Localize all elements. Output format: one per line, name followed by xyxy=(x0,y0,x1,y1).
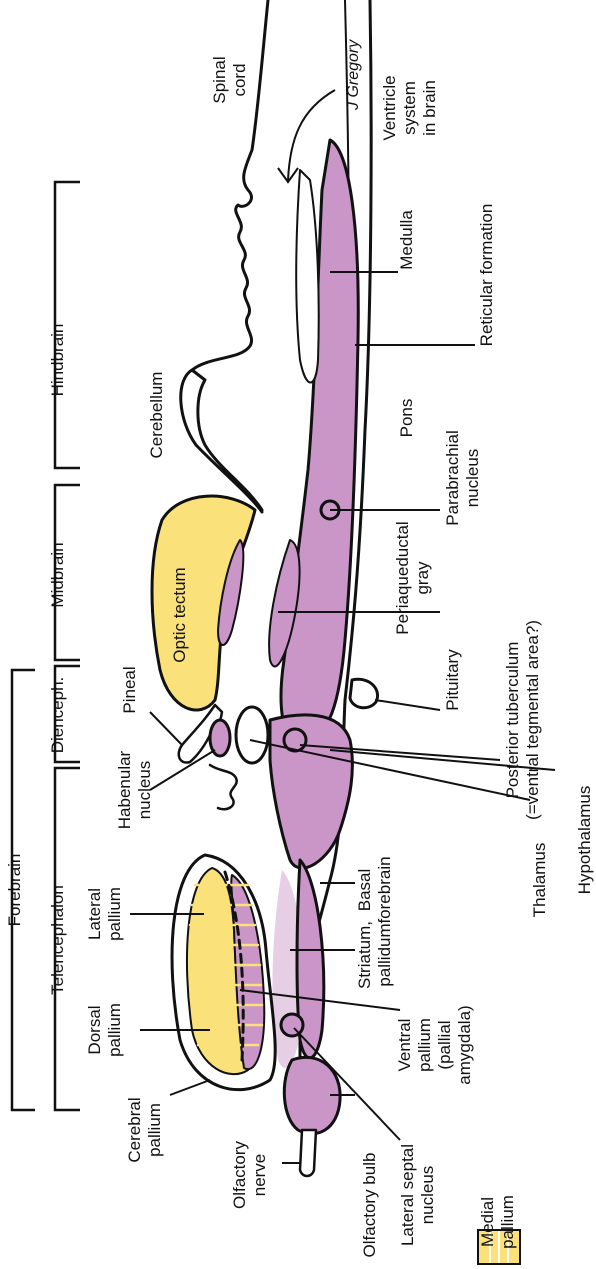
label-ventricle-3: in brain xyxy=(420,80,439,136)
label-lateral-septal-2: nucleus xyxy=(418,1166,437,1225)
label-ventricle-1: Ventricle xyxy=(380,75,399,140)
legend-label-2: pallium xyxy=(498,1195,517,1249)
signature: J Gregory xyxy=(345,39,362,111)
diencephalon-body xyxy=(270,715,352,868)
thalamus-oval xyxy=(236,707,268,763)
label-posterior-tuberculum-2: (=ventral tegmental area?) xyxy=(523,620,542,820)
label-habenular-2: nucleus xyxy=(135,761,154,820)
label-cerebellum: Cerebellum xyxy=(147,372,166,459)
label-lateral-pallium-2: pallium xyxy=(105,887,124,941)
division-hindbrain: Hindbrain xyxy=(48,324,67,397)
division-midbrain: Midbrain xyxy=(48,542,67,607)
hindbrain-tegmentum xyxy=(281,140,358,745)
label-medulla: Medulla xyxy=(397,210,416,270)
label-periaqueductal-1: Periaqueductal xyxy=(393,521,412,634)
legend: Medial pallium xyxy=(478,1195,520,1264)
label-parabrachial-1: Parabrachial xyxy=(443,430,462,525)
fourth-ventricle xyxy=(296,170,319,383)
label-parabrachial-2: nucleus xyxy=(463,449,482,508)
label-cerebral-pallium-1: Cerebral xyxy=(125,1097,144,1162)
label-ventral-pallium-3: (pallial xyxy=(435,1020,454,1069)
division-forebrain: Forebrain xyxy=(5,854,24,927)
label-spinal-cord-2: cord xyxy=(230,63,249,96)
label-posterior-tuberculum-1: Posterior tuberculum xyxy=(503,642,522,799)
label-basal-forebrain-1: Basal xyxy=(355,869,374,912)
label-striatum-1: Striatum, xyxy=(355,921,374,989)
label-spinal-cord-1: Spinal xyxy=(210,56,229,103)
optic-tectum-shape xyxy=(152,496,255,710)
label-ventral-pallium-4: amygdala) xyxy=(455,1005,474,1084)
label-olfactory-nerve-1: Olfactory xyxy=(230,1140,249,1209)
label-habenular-1: Habenular xyxy=(115,750,134,829)
label-ventral-pallium-1: Ventral xyxy=(395,1019,414,1072)
division-diencephalon: Dienceph. xyxy=(48,677,67,754)
label-ventricle-2: system xyxy=(400,81,419,135)
label-basal-forebrain-2: forebrain xyxy=(375,856,394,923)
label-cerebral-pallium-2: pallium xyxy=(145,1103,164,1157)
label-pituitary: Pituitary xyxy=(443,649,462,711)
label-thalamus: Thalamus xyxy=(530,843,549,918)
label-pons: Pons xyxy=(397,399,416,438)
label-optic-tectum: Optic tectum xyxy=(170,567,189,662)
division-brackets xyxy=(12,182,80,1110)
label-hypothalamus: Hypothalamus xyxy=(575,786,594,895)
label-lateral-pallium-1: Lateral xyxy=(85,888,104,940)
label-reticular-formation: Reticular formation xyxy=(477,204,496,347)
label-periaqueductal-2: gray xyxy=(413,561,432,595)
label-pineal: Pineal xyxy=(120,666,139,713)
division-telencephalon: Telencephalon xyxy=(48,885,67,995)
label-dorsal-pallium-2: pallium xyxy=(105,1003,124,1057)
label-ventral-pallium-2: pallium xyxy=(415,1018,434,1072)
label-olfactory-bulb: Olfactory bulb xyxy=(360,1153,379,1258)
label-striatum-2: pallidum xyxy=(375,923,394,986)
label-lateral-septal-1: Lateral septal xyxy=(398,1144,417,1246)
pituitary-shape xyxy=(350,679,378,707)
label-dorsal-pallium-1: Dorsal xyxy=(85,1005,104,1054)
olfactory-nerve-shape xyxy=(300,1130,316,1176)
habenular-choroid xyxy=(210,765,237,809)
label-olfactory-nerve-2: nerve xyxy=(250,1154,269,1197)
cerebellum-fold xyxy=(181,370,262,512)
legend-label-1: Medial xyxy=(478,1197,497,1247)
